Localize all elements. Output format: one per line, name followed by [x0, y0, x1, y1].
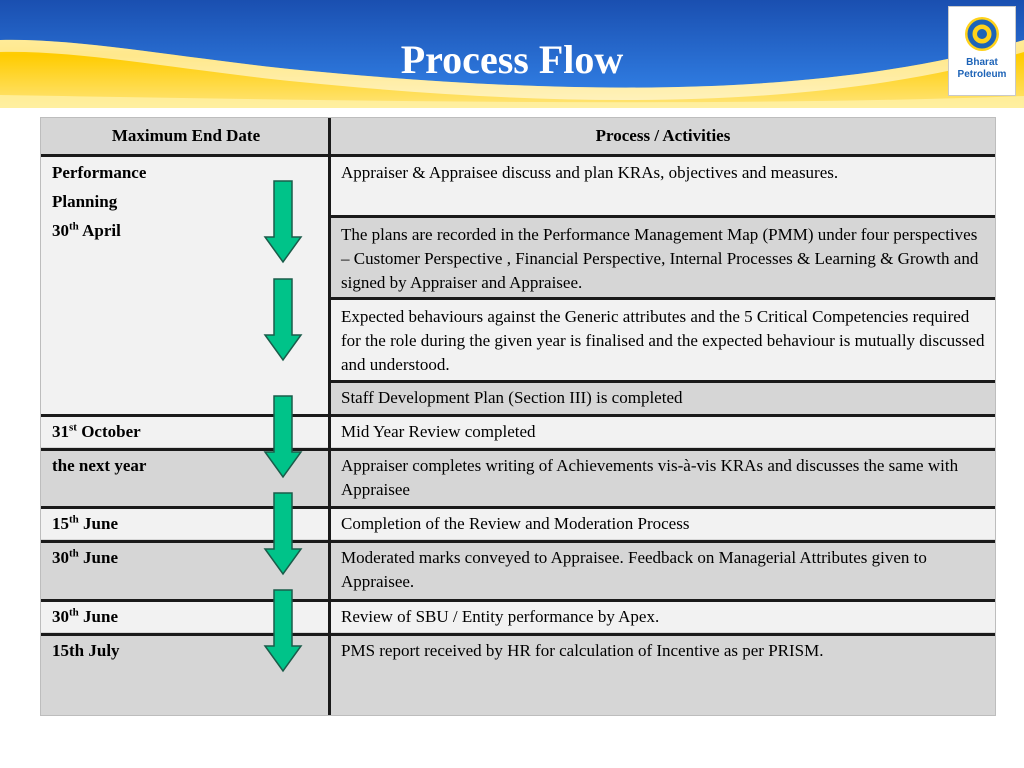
date-30-june-b: 30th June [52, 606, 118, 626]
date-30-june-a: 30th June [52, 547, 118, 567]
row-divider [41, 414, 995, 417]
date-planning: Planning [52, 192, 118, 211]
logo-text-petroleum: Petroleum [957, 69, 1007, 80]
row-bg [41, 601, 995, 632]
row-divider [329, 297, 995, 300]
bharat-petroleum-logo: Bharat Petroleum [948, 6, 1016, 96]
date-15-june: 15th June [52, 513, 118, 533]
down-arrow-icon [263, 278, 303, 362]
row-divider [41, 448, 995, 451]
row-divider [41, 154, 995, 157]
row-divider [41, 633, 995, 636]
row-divider [329, 215, 995, 218]
activity-cell: Moderated marks conveyed to Appraisee. F… [341, 548, 927, 591]
page-title: Process Flow [400, 37, 624, 82]
row-bg [331, 300, 995, 382]
activity-cell: Review of SBU / Entity performance by Ap… [341, 607, 660, 626]
banner-swoosh [0, 0, 1024, 110]
process-flow-table: Maximum End Date Process / Activities Pe… [40, 117, 996, 716]
activity-cell: Completion of the Review and Moderation … [341, 514, 690, 533]
activity-cell: The plans are recorded in the Performanc… [341, 225, 979, 292]
column-header-activities: Process / Activities [595, 126, 731, 145]
date-15-july: 15th July [52, 641, 120, 660]
row-divider [41, 599, 995, 602]
down-arrow-icon [263, 589, 303, 673]
down-arrow-icon [263, 395, 303, 479]
activity-cell: PMS report received by HR for calculatio… [341, 641, 824, 660]
row-bg [41, 416, 995, 447]
date-30-april: 30th April [52, 220, 121, 240]
row-bg [331, 156, 995, 216]
title-banner: Process Flow Bharat Petroleum [0, 0, 1024, 110]
row-divider [41, 540, 995, 543]
row-divider [41, 506, 995, 509]
row-bg [41, 508, 995, 539]
date-31-october: 31st October [52, 421, 141, 441]
down-arrow-icon [263, 492, 303, 576]
date-performance: Performance [52, 163, 147, 182]
activity-cell: Staff Development Plan (Section III) is … [341, 388, 683, 407]
row-divider [329, 380, 995, 383]
logo-text-bharat: Bharat [966, 57, 998, 68]
activity-cell: Mid Year Review completed [341, 422, 536, 441]
activity-cell: Expected behaviours against the Generic … [341, 307, 985, 374]
date-next-year: the next year [52, 456, 147, 475]
activity-cell: Appraiser completes writing of Achieveme… [341, 456, 959, 499]
logo-emblem-icon [965, 17, 999, 51]
down-arrow-icon [263, 180, 303, 264]
column-header-date: Maximum End Date [111, 126, 261, 145]
activity-cell: Appraiser & Appraisee discuss and plan K… [341, 163, 839, 182]
